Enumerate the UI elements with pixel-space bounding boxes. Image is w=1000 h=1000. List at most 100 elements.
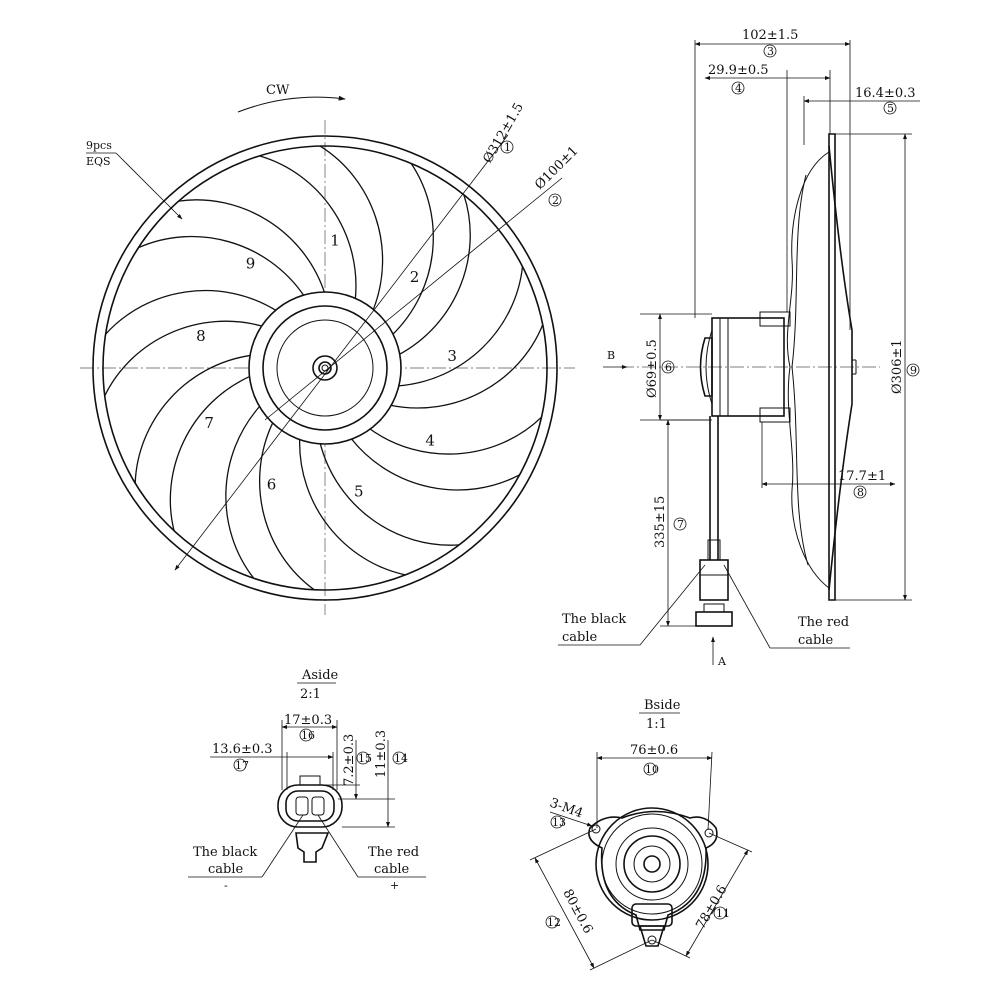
shroud-diameter-dim: Ø306±1 <box>890 339 905 394</box>
blade-number: 4 <box>425 432 435 450</box>
svg-text:cable: cable <box>208 862 244 877</box>
svg-text:cable: cable <box>562 630 598 645</box>
a-red-cable-label: The red <box>368 845 419 860</box>
a-height2-dim: 11±0.3 <box>374 730 389 778</box>
blade-edge <box>319 145 384 312</box>
a-height1-dim: 7.2±0.3 <box>342 734 357 786</box>
svg-text:16: 16 <box>301 729 315 742</box>
cable-length-dim: 335±15 <box>653 496 668 548</box>
blade-edge <box>396 266 524 387</box>
hub-ring <box>262 305 388 431</box>
svg-text:14: 14 <box>394 752 408 765</box>
outer-dim-leader <box>174 134 509 571</box>
a-side-scale: 2:1 <box>300 687 321 702</box>
side-view: 102±1.5 3 29.9±0.5 4 16.4±0.3 5 Ø69±0.5 … <box>558 28 920 668</box>
a-black-sign: - <box>224 879 228 892</box>
mount-hole-bottom <box>647 935 657 945</box>
blade-edge <box>138 235 306 298</box>
svg-text:9: 9 <box>910 364 917 377</box>
blade-edge <box>391 163 434 337</box>
svg-text:13: 13 <box>552 816 566 829</box>
blade-edge <box>319 441 460 546</box>
blade-number: 5 <box>354 482 364 500</box>
svg-text:cable: cable <box>798 633 834 648</box>
hub-inner <box>276 319 374 417</box>
shroud-body <box>828 145 853 591</box>
mount-hole-left <box>591 824 601 834</box>
blade-edge <box>104 320 264 397</box>
svg-text:17: 17 <box>235 759 249 772</box>
blade-profile <box>786 151 830 589</box>
a-side-title: Aside <box>301 668 339 683</box>
hub-dim-leader <box>264 177 563 421</box>
rotation-label: CW <box>266 83 290 98</box>
motor-depth-dim: 29.9±0.5 <box>708 63 769 78</box>
b-left-dim: 80±0.6 <box>559 887 595 937</box>
hub-diameter-dim: Ø100±1 <box>532 144 581 193</box>
blade-edge <box>134 354 253 484</box>
view-a-label: A <box>717 655 727 668</box>
rotation-arrow <box>237 95 346 113</box>
outer-ring-inner <box>102 145 548 591</box>
a-red-sign: + <box>390 879 399 892</box>
connector <box>699 559 729 601</box>
svg-text:cable: cable <box>374 862 410 877</box>
svg-text:15: 15 <box>358 752 372 765</box>
blade-number: 9 <box>246 255 256 273</box>
blade-edge <box>259 155 357 301</box>
blade-edge <box>169 375 252 532</box>
a-inner-dim: 13.6±0.3 <box>212 742 273 757</box>
b-side-scale: 1:1 <box>646 717 667 732</box>
b-side-title: Bside <box>644 698 681 713</box>
a-width-dim: 17±0.3 <box>284 713 332 728</box>
fan-blades <box>104 145 544 591</box>
blade-edge <box>368 416 542 455</box>
connector-clip <box>295 832 330 863</box>
svg-text:11: 11 <box>716 907 730 920</box>
motor-diameter-dim: Ø69±0.5 <box>645 339 660 398</box>
black-cable-label: The black <box>562 612 626 627</box>
b-side-view: Bside 1:1 76±0.6 10 3-M4 13 80±0.6 12 78… <box>529 698 753 971</box>
outer-diameter-dim: Ø312±1.5 <box>480 100 527 166</box>
blade-number: 7 <box>204 414 214 432</box>
total-depth-dim: 102±1.5 <box>742 28 798 43</box>
svg-text:12: 12 <box>547 916 561 929</box>
svg-text:5: 5 <box>887 102 894 115</box>
blade-number: 1 <box>330 231 340 249</box>
blade-count-label: 9pcs <box>86 139 112 152</box>
svg-text:6: 6 <box>665 361 672 374</box>
blade-edge <box>105 289 278 335</box>
svg-text:10: 10 <box>645 763 659 776</box>
a-black-cable-label: The black <box>193 845 257 860</box>
blade-edge <box>397 194 471 356</box>
mount-hole-right <box>704 828 714 838</box>
red-cable-label: The red <box>798 615 849 630</box>
blade-number: 8 <box>196 327 206 345</box>
blade-edge <box>178 199 326 295</box>
blade-edge <box>258 420 315 591</box>
blade-edge <box>299 437 406 576</box>
svg-text:4: 4 <box>735 82 742 95</box>
offset-dim: 17.7±1 <box>838 469 886 484</box>
shaft-nut <box>312 355 338 381</box>
b-width-dim: 76±0.6 <box>630 743 678 758</box>
a-side-view: Aside 2:1 17±0.3 16 13.6±0.3 17 7.2±0.3 … <box>188 668 426 892</box>
blade-number: 3 <box>447 347 457 365</box>
blade-number: 2 <box>410 268 420 286</box>
blade-edge <box>225 404 262 579</box>
svg-text:8: 8 <box>857 486 864 499</box>
blade-edge <box>388 324 544 409</box>
view-b-label: B <box>607 349 615 362</box>
svg-text:1: 1 <box>504 141 511 154</box>
hub-outer <box>248 291 402 445</box>
blade-count-type: EQS <box>86 155 111 168</box>
outer-ring <box>92 135 558 601</box>
svg-text:7: 7 <box>677 518 684 531</box>
svg-text:2: 2 <box>552 194 559 207</box>
svg-text:3: 3 <box>767 45 774 58</box>
blade-edge <box>349 437 520 491</box>
ring-depth-dim: 16.4±0.3 <box>855 86 916 101</box>
